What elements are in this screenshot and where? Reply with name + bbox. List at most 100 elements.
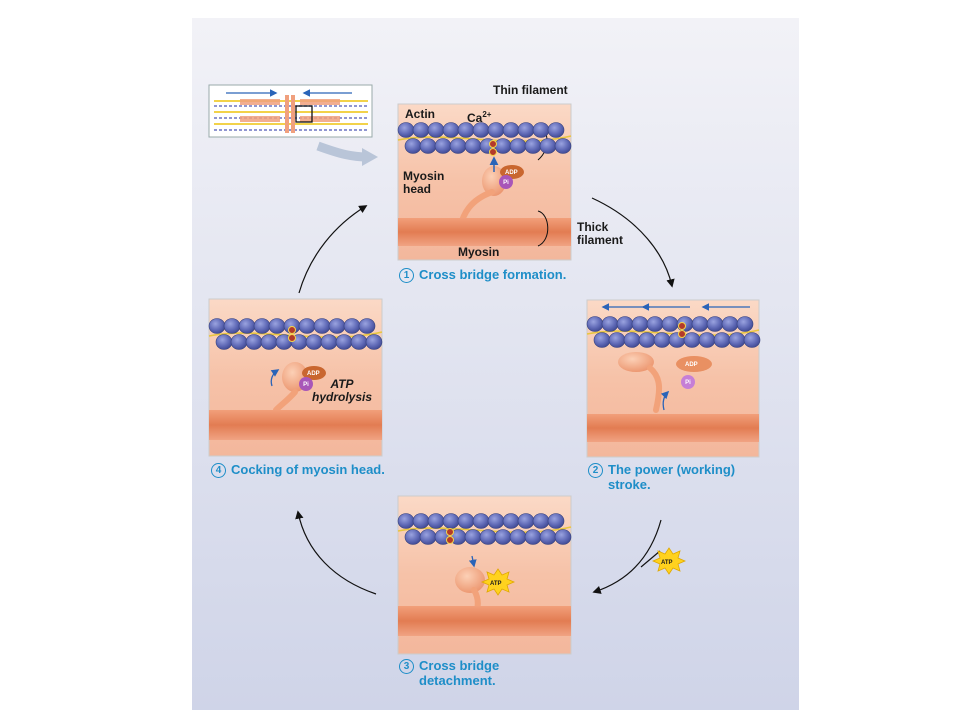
actin-bead — [442, 122, 460, 138]
actin-bead — [554, 138, 572, 154]
actin-bead — [524, 138, 542, 154]
pi-label: Pi — [685, 380, 691, 386]
myosin-head-label: Myosin head — [403, 169, 445, 196]
actin-bead — [479, 529, 497, 545]
actin-bead — [517, 122, 535, 138]
actin-bead — [434, 138, 452, 154]
actin-bead — [661, 316, 679, 332]
panel2-details — [587, 303, 759, 442]
panel1-details — [398, 125, 571, 247]
calcium-marker — [678, 322, 686, 330]
actin-bead — [404, 138, 422, 154]
actin-bead — [253, 318, 271, 334]
thick-filament-label: Thick filament — [577, 220, 624, 247]
actin-bead — [365, 334, 383, 350]
actin-bead — [554, 529, 572, 545]
calcium-marker — [288, 334, 296, 342]
cycle-arrows — [295, 197, 675, 595]
actin-bead — [653, 332, 671, 348]
actin-bead — [593, 332, 611, 348]
calcium-marker — [489, 148, 497, 156]
actin-bead — [427, 513, 445, 529]
actin-bead — [358, 318, 376, 334]
calcium-marker — [678, 330, 686, 338]
actin-bead — [691, 316, 709, 332]
actin-bead — [502, 122, 520, 138]
actin-bead — [328, 318, 346, 334]
actin-bead — [412, 122, 430, 138]
actin-bead — [494, 138, 512, 154]
actin-bead — [412, 513, 430, 529]
actin-bead — [706, 316, 724, 332]
atp-label-panel3: ATP — [490, 581, 502, 587]
actin-label: Actin — [405, 107, 435, 121]
actin-bead — [623, 332, 641, 348]
myosin-label: Myosin — [458, 245, 500, 259]
actin-bead — [547, 513, 565, 529]
actin-bead — [586, 316, 604, 332]
atp-star-panel3 — [480, 568, 516, 596]
adp-label-panel2: ADP — [685, 362, 698, 368]
actin-bead — [736, 316, 754, 332]
actin-bead — [457, 513, 475, 529]
actin-bead — [683, 332, 701, 348]
actin-bead — [646, 316, 664, 332]
calcium-marker — [446, 536, 454, 544]
ca-label: Ca2+ — [467, 110, 492, 125]
actin-bead — [721, 316, 739, 332]
actin-bead — [268, 318, 286, 334]
atp-hydrolysis-label: ATP hydrolysis — [312, 377, 373, 404]
actin-bead — [728, 332, 746, 348]
actin-bead — [397, 513, 415, 529]
actin-bead — [532, 513, 550, 529]
actin-bead — [442, 513, 460, 529]
actin-bead — [320, 334, 338, 350]
thin-filament-label: Thin filament — [493, 83, 568, 97]
actin-bead — [509, 138, 527, 154]
actin-bead — [539, 138, 557, 154]
actin-bead — [464, 138, 482, 154]
actin-bead — [313, 318, 331, 334]
actin-bead — [743, 332, 761, 348]
actin-bead — [517, 513, 535, 529]
actin-bead — [298, 318, 316, 334]
sarcomere-inset — [208, 84, 378, 166]
actin-bead — [487, 513, 505, 529]
actin-bead — [238, 318, 256, 334]
actin-bead — [472, 513, 490, 529]
calcium-marker — [489, 140, 497, 148]
actin-bead — [608, 332, 626, 348]
actin-bead — [524, 529, 542, 545]
pi-label: Pi — [303, 382, 309, 388]
actin-bead — [509, 529, 527, 545]
actin-bead — [616, 316, 634, 332]
actin-bead — [208, 318, 226, 334]
calcium-marker — [288, 326, 296, 334]
actin-bead — [532, 122, 550, 138]
actin-bead — [427, 122, 445, 138]
actin-bead — [539, 529, 557, 545]
actin-filaments — [208, 122, 761, 545]
actin-bead — [215, 334, 233, 350]
adp-label-panel1: ADP — [505, 170, 518, 176]
actin-bead — [245, 334, 263, 350]
actin-bead — [698, 332, 716, 348]
actin-bead — [464, 529, 482, 545]
actin-bead — [713, 332, 731, 348]
actin-bead — [343, 318, 361, 334]
actin-bead — [502, 513, 520, 529]
actin-bead — [397, 122, 415, 138]
actin-bead — [260, 334, 278, 350]
actin-bead — [601, 316, 619, 332]
actin-bead — [547, 122, 565, 138]
actin-bead — [223, 318, 241, 334]
calcium-marker — [446, 528, 454, 536]
atp-star-free — [651, 547, 687, 575]
actin-bead — [419, 529, 437, 545]
